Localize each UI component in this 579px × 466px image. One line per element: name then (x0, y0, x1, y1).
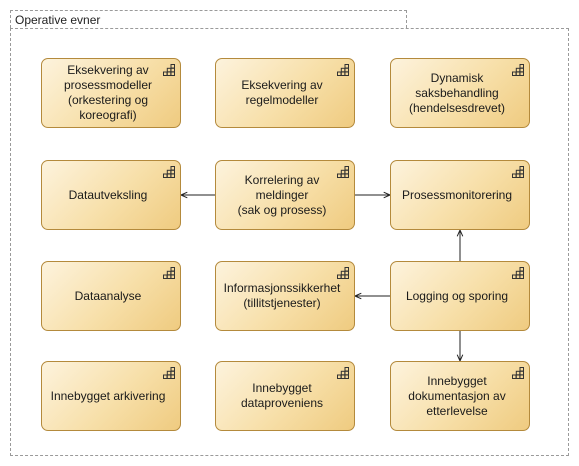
group-title: Operative evner (15, 13, 101, 27)
capability-icon (163, 367, 175, 379)
capability-icon (337, 64, 349, 76)
capability-box[interactable]: Dynamisk saksbehandling (hendelsesdrevet… (390, 58, 530, 128)
capability-icon (337, 166, 349, 178)
capability-box[interactable]: Prosessmonitorering (390, 160, 530, 230)
capability-box[interactable]: Informasjonssikkerhet (tillitstjenester) (215, 261, 355, 331)
capability-box[interactable]: Dataanalyse (41, 261, 181, 331)
capability-box[interactable]: Eksekvering av regelmodeller (215, 58, 355, 128)
capability-label: Innebygget dokumentasjon av etterlevelse (408, 373, 506, 418)
capability-label: Eksekvering av regelmodeller (241, 78, 323, 107)
capability-box[interactable]: Datautveksling (41, 160, 181, 230)
capability-icon (163, 267, 175, 279)
capability-label: Logging og sporing (405, 288, 509, 303)
capability-icon (163, 64, 175, 76)
capability-box[interactable]: Innebygget dataproveniens (215, 361, 355, 431)
capability-icon (512, 267, 524, 279)
capability-label: Innebygget dataproveniens (240, 381, 324, 410)
capability-icon (163, 166, 175, 178)
capability-box[interactable]: Korrelering av meldinger (sak og prosess… (215, 160, 355, 230)
capability-label: Informasjonssikkerhet (tillitstjenester) (223, 281, 341, 310)
capability-label: Korrelering av meldinger (sak og prosess… (237, 172, 327, 217)
capability-box[interactable]: Innebygget arkivering (41, 361, 181, 431)
capability-icon (512, 64, 524, 76)
capability-label: Datautveksling (68, 187, 148, 202)
capability-label: Innebygget arkivering (50, 388, 166, 403)
capability-box[interactable]: Logging og sporing (390, 261, 530, 331)
capability-label: Prosessmonitorering (401, 187, 513, 202)
capability-label: Dataanalyse (74, 288, 142, 303)
capability-box[interactable]: Eksekvering av prosessmodeller (orkester… (41, 58, 181, 128)
capability-box[interactable]: Innebygget dokumentasjon av etterlevelse (390, 361, 530, 431)
group-title-tab: Operative evner (10, 10, 407, 28)
capability-icon (512, 166, 524, 178)
capability-icon (337, 267, 349, 279)
capability-label: Dynamisk saksbehandling (hendelsesdrevet… (408, 70, 506, 115)
capability-label: Eksekvering av prosessmodeller (orkester… (63, 63, 153, 122)
capability-icon (337, 367, 349, 379)
operative-capabilities-group (10, 28, 569, 456)
capability-icon (512, 367, 524, 379)
